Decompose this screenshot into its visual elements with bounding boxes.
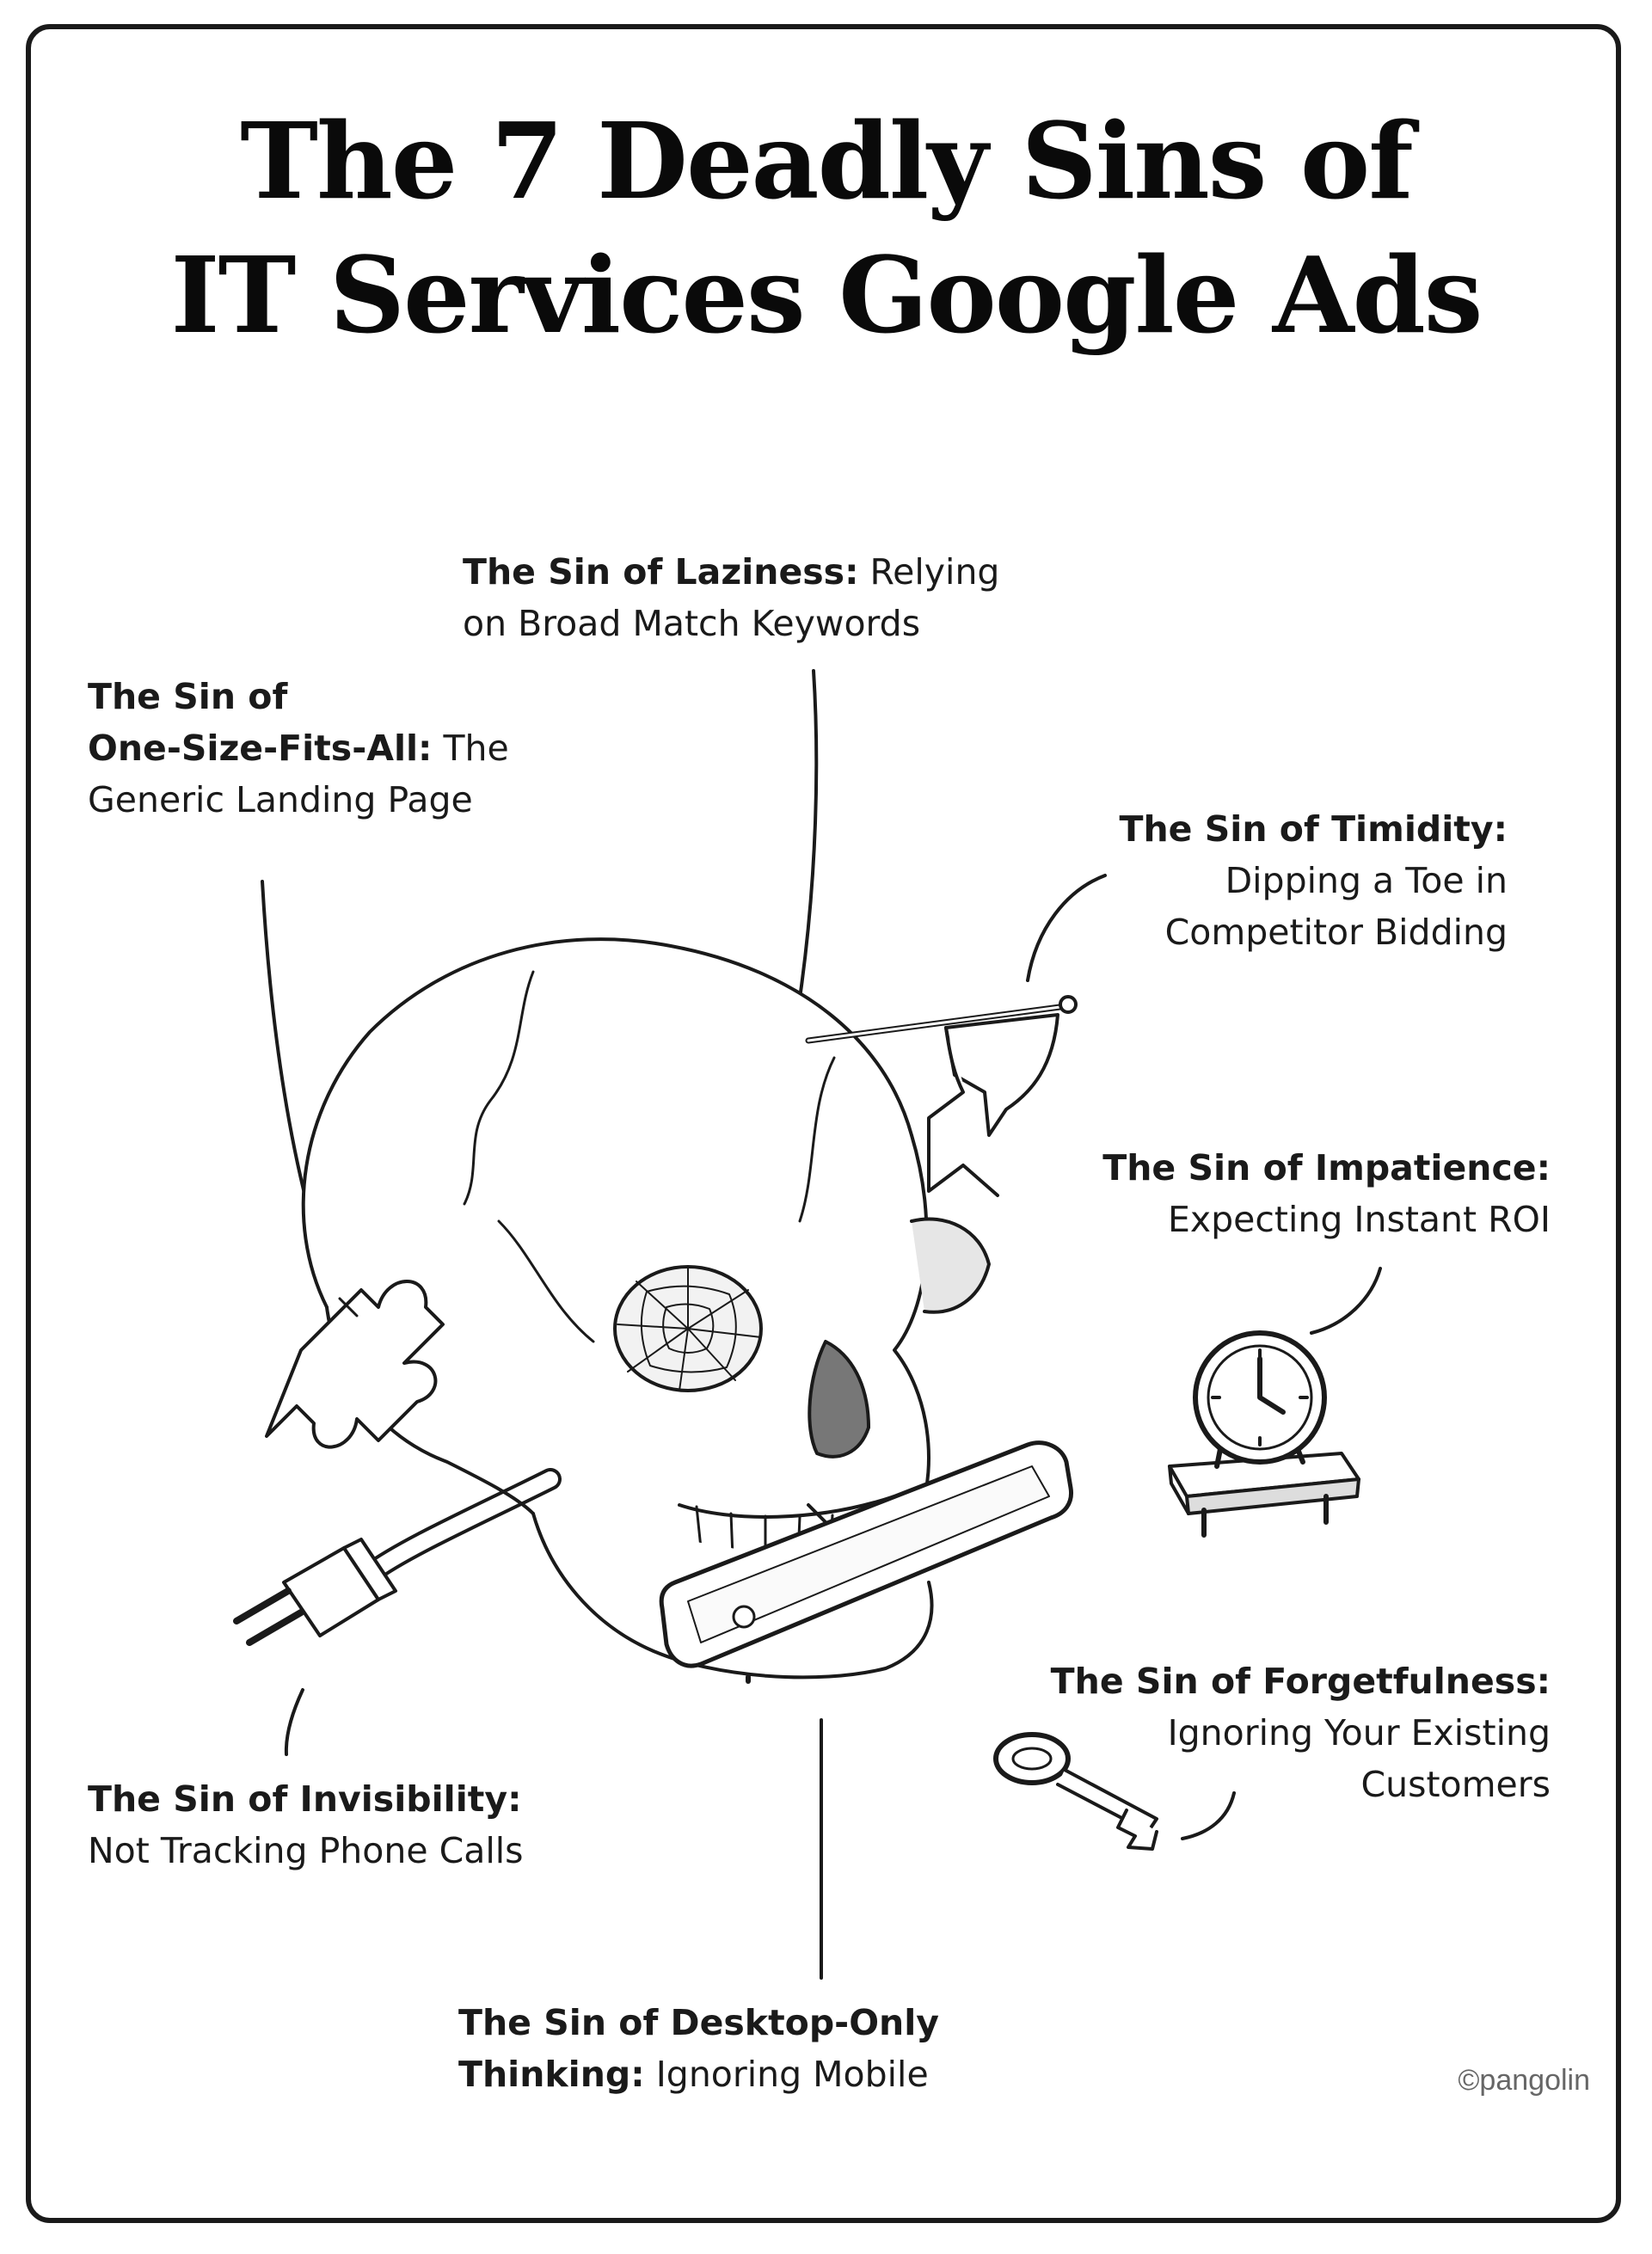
label-sin-impatience: The Sin of Impatience: Expecting Instant… xyxy=(1102,1142,1551,1245)
sin-description: Ignoring Your Existing xyxy=(1167,1712,1551,1753)
callout-line-forgetfulness xyxy=(1181,1791,1236,1840)
sin-description: The xyxy=(443,728,509,769)
sin-name: The Sin of xyxy=(88,676,288,717)
smartphone-icon xyxy=(659,1440,1074,1668)
sin-description: Competitor Bidding xyxy=(1164,912,1508,953)
label-sin-invisibility: The Sin of Invisibility: Not Tracking Ph… xyxy=(88,1773,524,1876)
sin-name: Thinking: xyxy=(458,2054,645,2095)
label-sin-desktop-only: The Sin of Desktop-Only Thinking: Ignori… xyxy=(458,1997,939,2100)
sin-description: Relying xyxy=(869,551,1000,593)
power-plug-icon xyxy=(233,1468,562,1646)
sin-name: The Sin of Laziness: xyxy=(463,551,859,593)
key-icon xyxy=(993,1732,1158,1851)
callout-line-invisibility xyxy=(284,1688,304,1756)
label-sin-forgetfulness: The Sin of Forgetfulness: Ignoring Your … xyxy=(1051,1655,1551,1810)
sin-name: The Sin of Timidity: xyxy=(1119,808,1508,850)
copyright-credit: ©pangolin xyxy=(1458,2064,1590,2097)
alarm-clock-icon xyxy=(1168,1330,1360,1538)
spider-web-icon xyxy=(613,1265,763,1392)
flag-icon xyxy=(805,995,1078,1197)
skull-icon xyxy=(301,937,991,1684)
sin-description: Ignoring Mobile xyxy=(655,2054,929,2095)
callout-line-timidity xyxy=(1026,874,1107,982)
sin-name: The Sin of Forgetfulness: xyxy=(1050,1661,1551,1702)
sin-description: on Broad Match Keywords xyxy=(463,603,921,644)
callout-line-impatience xyxy=(1310,1267,1382,1335)
sin-description: Customers xyxy=(1360,1764,1551,1805)
sin-description: Dipping a Toe in xyxy=(1225,860,1508,901)
sin-description: Not Tracking Phone Calls xyxy=(88,1830,524,1871)
page-title-line-2: IT Services Google Ads xyxy=(170,233,1483,357)
label-sin-one-size-fits-all: The Sin of One-Size-Fits-All: The Generi… xyxy=(88,671,509,826)
sin-name: The Sin of Invisibility: xyxy=(88,1778,522,1820)
page-frame xyxy=(26,24,1621,2223)
sin-name: The Sin of Desktop-Only xyxy=(458,2002,940,2043)
sin-name: The Sin of Impatience: xyxy=(1102,1147,1551,1188)
sin-description: Expecting Instant ROI xyxy=(1167,1199,1551,1240)
puzzle-piece-icon xyxy=(265,1280,445,1449)
sin-description: Generic Landing Page xyxy=(88,779,473,820)
sin-name: One-Size-Fits-All: xyxy=(88,728,433,769)
page-title-line-1: The 7 Deadly Sins of xyxy=(240,99,1414,223)
label-sin-laziness: The Sin of Laziness: Relying on Broad Ma… xyxy=(463,546,999,649)
label-sin-timidity: The Sin of Timidity: Dipping a Toe in Co… xyxy=(1120,803,1508,958)
